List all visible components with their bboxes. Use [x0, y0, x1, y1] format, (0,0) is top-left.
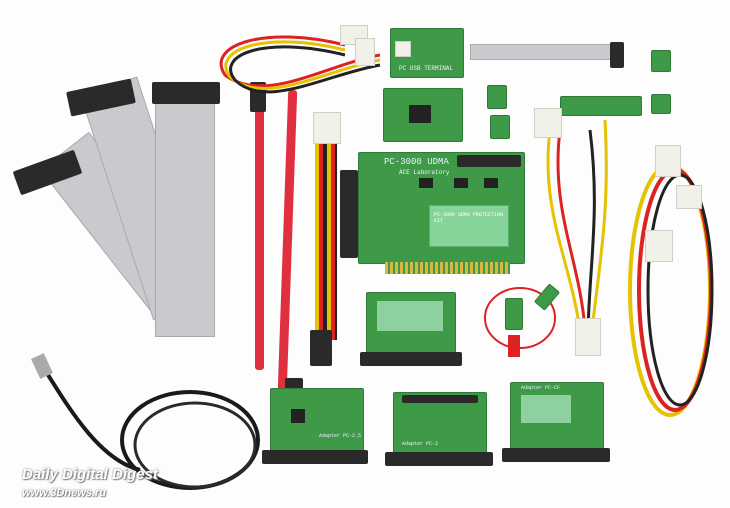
power-cable: [219, 35, 381, 94]
power-adapter-board: [560, 96, 642, 116]
jumper-adapter: [651, 94, 671, 114]
molex-connector: [534, 108, 562, 138]
board-side-connector: [340, 170, 358, 258]
board-title: PC-3000 UDMA: [384, 157, 449, 167]
board-maker: ACE Laboratory: [399, 169, 450, 176]
molex-connector: [355, 38, 375, 66]
pci-edge-connector: [385, 262, 510, 274]
small-adapter-board: [383, 88, 463, 142]
pc3000-udma-board: PC-3000 UDMA ACE Laboratory PC-3000 UDMA…: [358, 152, 525, 264]
usb-terminal-label: PC USB TERMINAL: [399, 65, 454, 72]
molex-connector: [575, 318, 601, 356]
jumper-adapter: [487, 85, 507, 109]
sata-cable: [255, 100, 264, 370]
ide-connector: [152, 82, 220, 104]
adapter-board-2: Adapter PC-2: [393, 392, 487, 454]
jumper-adapter: [490, 115, 510, 139]
adapter-connector: [385, 452, 493, 466]
board-sticker: PC-3000 UDMA PROTECTION KIT: [434, 212, 504, 224]
jumper-adapter: [651, 50, 671, 72]
adapter-connector: [262, 450, 368, 464]
molex-connector: [655, 145, 681, 177]
adapter-label: Adapter PC-2.5: [319, 433, 362, 439]
adapter-connector: [360, 352, 462, 366]
usb-cable: [31, 353, 260, 490]
power-splitter-cable: [315, 140, 337, 340]
sata-cable: [277, 89, 298, 391]
jumper-wire: [484, 287, 556, 357]
test-probe-adapter: [505, 298, 523, 330]
ide-ribbon-cable-3: [155, 95, 215, 337]
watermark-title: Daily Digital Digest: [22, 466, 158, 483]
terminal-ribbon-cable: [470, 44, 622, 60]
adapter-connector: [502, 448, 610, 462]
adapter-board-cf: [366, 292, 456, 356]
adapter-label: Adapter PC-CF: [521, 385, 561, 391]
usb-terminal-board: PC USB TERMINAL: [390, 28, 464, 78]
adapter-board-2-5: Adapter PC-2.5: [270, 388, 364, 452]
adapter-label: Adapter PC-2: [402, 441, 439, 447]
watermark-url: www.3Dnews.ru: [22, 487, 106, 499]
molex-connector: [645, 230, 673, 262]
terminal-connector: [610, 42, 624, 68]
molex-connector: [676, 185, 702, 209]
adapter-board-cf2: Adapter PC-CF: [510, 382, 604, 449]
molex-connector: [313, 112, 341, 144]
sata-power-connector: [310, 330, 332, 366]
